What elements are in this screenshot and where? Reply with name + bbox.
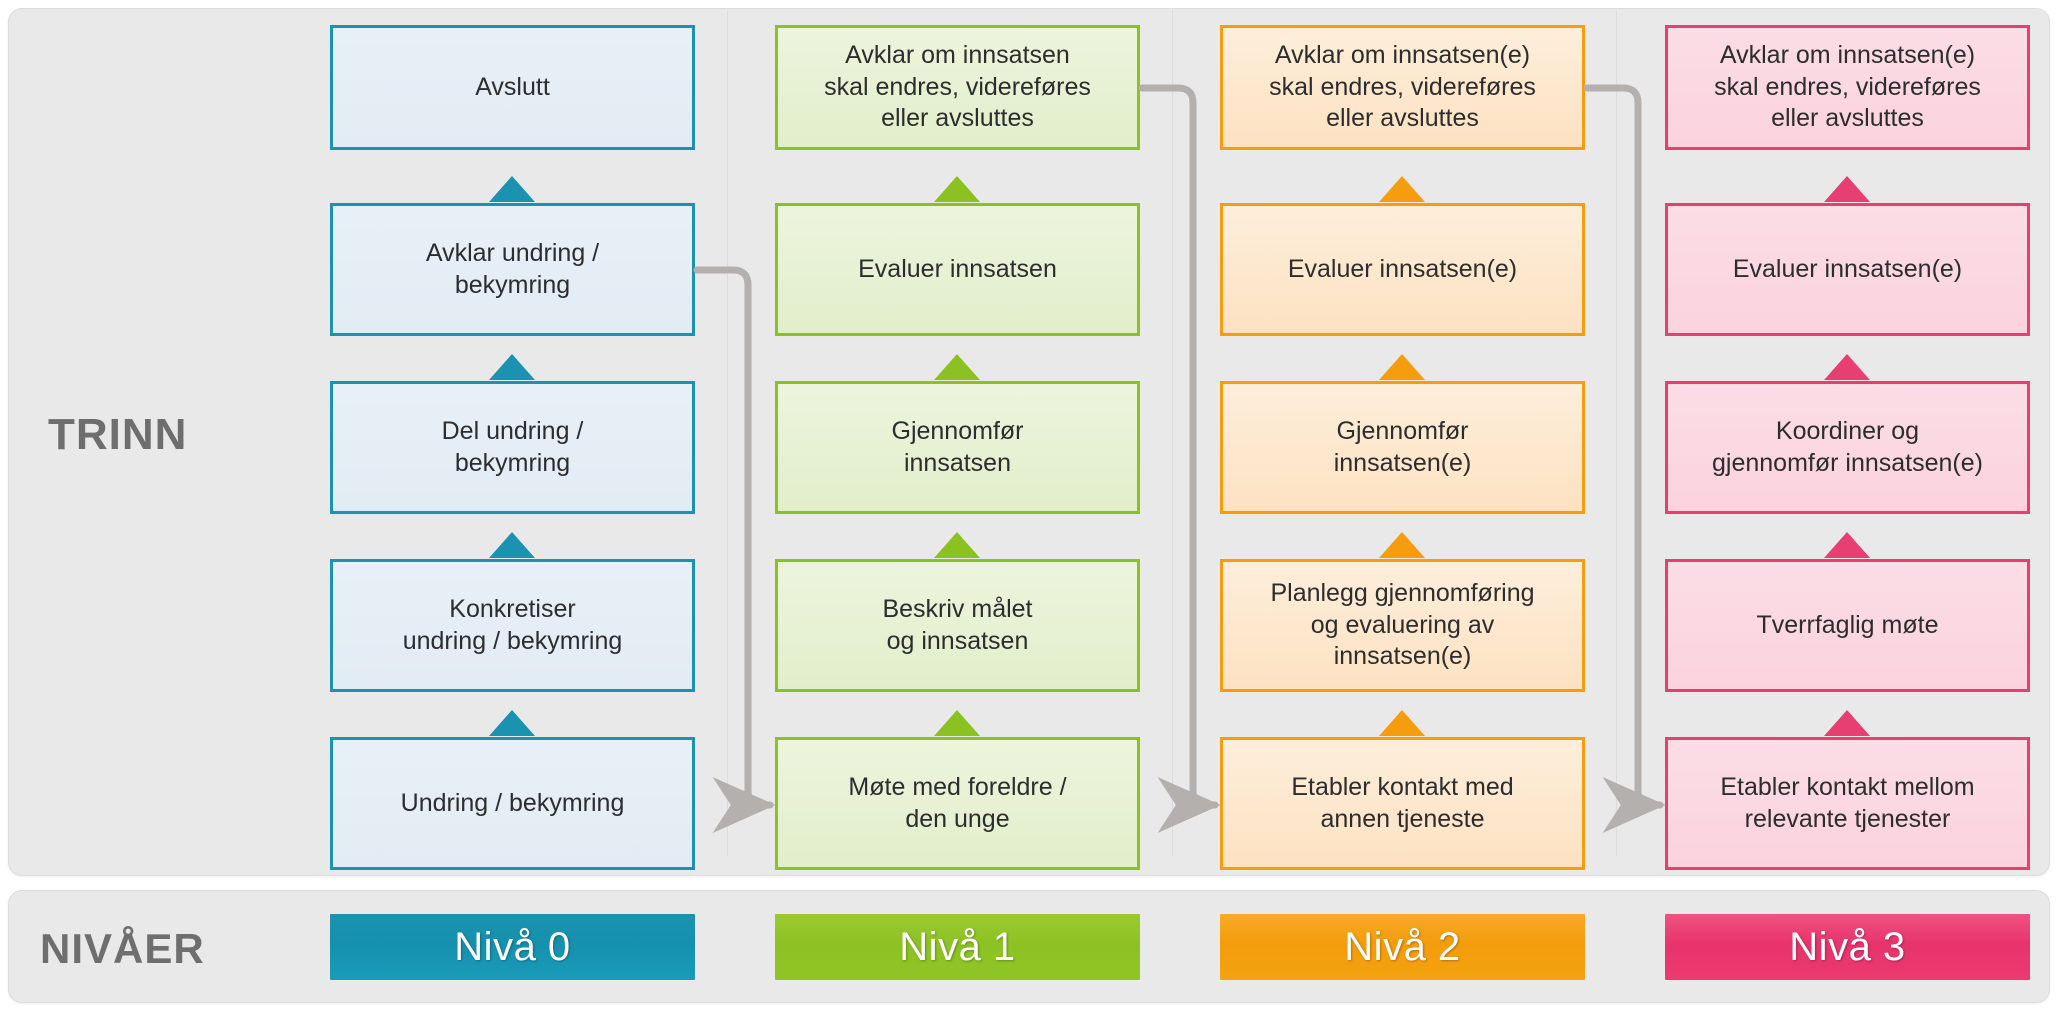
step-box[interactable]: Evaluer innsatsen(e) <box>1220 203 1585 336</box>
step-label: Møte med foreldre /den unge <box>848 773 1067 833</box>
up-arrow-icon <box>934 176 980 202</box>
up-arrow-icon <box>934 532 980 558</box>
up-arrow-icon <box>1379 710 1425 736</box>
up-arrow-icon <box>1379 532 1425 558</box>
step-box[interactable]: Møte med foreldre /den unge <box>775 737 1140 870</box>
up-arrow-icon <box>1379 354 1425 380</box>
step-box[interactable]: Undring / bekymring <box>330 737 695 870</box>
step-label: Undring / bekymring <box>400 788 625 817</box>
level-chip-label: Nivå 1 <box>899 924 1016 969</box>
step-box[interactable]: Del undring /bekymring <box>330 381 695 514</box>
up-arrow-icon <box>1824 176 1870 202</box>
step-box[interactable]: Avklar undring /bekymring <box>330 203 695 336</box>
up-arrow-icon <box>934 710 980 736</box>
nivaer-row-label: NIVÅER <box>40 925 205 972</box>
level-chip-3[interactable]: Nivå 3 <box>1665 914 2030 980</box>
step-box[interactable]: Evaluer innsatsen <box>775 203 1140 336</box>
step-label: Avslutt <box>475 72 550 101</box>
up-arrow-icon <box>489 176 535 202</box>
step-label: Evaluer innsatsen <box>858 254 1057 283</box>
lane-divider-0-1 <box>727 10 728 856</box>
up-arrow-icon <box>489 532 535 558</box>
step-label: Avklar om innsatsen(e)skal endres, vider… <box>1269 41 1536 133</box>
step-label: Evaluer innsatsen(e) <box>1732 254 1963 283</box>
up-arrow-icon <box>1824 710 1870 736</box>
level-chip-2[interactable]: Nivå 2 <box>1220 914 1585 980</box>
step-box[interactable]: Avklar om innsatsen(e)skal endres, vider… <box>1665 25 2030 150</box>
up-arrow-icon <box>489 710 535 736</box>
step-label: Evaluer innsatsen(e) <box>1287 254 1518 283</box>
up-arrow-icon <box>934 354 980 380</box>
lane-divider-2-3 <box>1616 10 1617 856</box>
step-box[interactable]: Evaluer innsatsen(e) <box>1665 203 2030 336</box>
up-arrow-icon <box>1379 176 1425 202</box>
step-label: Del undring /bekymring <box>441 417 584 477</box>
step-label: Tverrfaglig møte <box>1756 610 1939 639</box>
trinn-row-label: TRINN <box>48 410 188 459</box>
up-arrow-icon <box>1824 532 1870 558</box>
lane-divider-1-2 <box>1172 10 1173 856</box>
up-arrow-icon <box>1824 354 1870 380</box>
step-box[interactable]: Avklar om innsatsen(e)skal endres, vider… <box>1220 25 1585 150</box>
level-chip-1[interactable]: Nivå 1 <box>775 914 1140 980</box>
level-chip-0[interactable]: Nivå 0 <box>330 914 695 980</box>
level-chip-label: Nivå 2 <box>1344 924 1461 969</box>
level-chip-label: Nivå 0 <box>454 924 571 969</box>
step-label: Avklar om innsatsen(e)skal endres, vider… <box>1714 41 1981 133</box>
step-box[interactable]: Avslutt <box>330 25 695 150</box>
level-chip-label: Nivå 3 <box>1789 924 1906 969</box>
step-label: Avklar undring /bekymring <box>425 239 600 299</box>
step-box[interactable]: Tverrfaglig møte <box>1665 559 2030 692</box>
up-arrow-icon <box>489 354 535 380</box>
